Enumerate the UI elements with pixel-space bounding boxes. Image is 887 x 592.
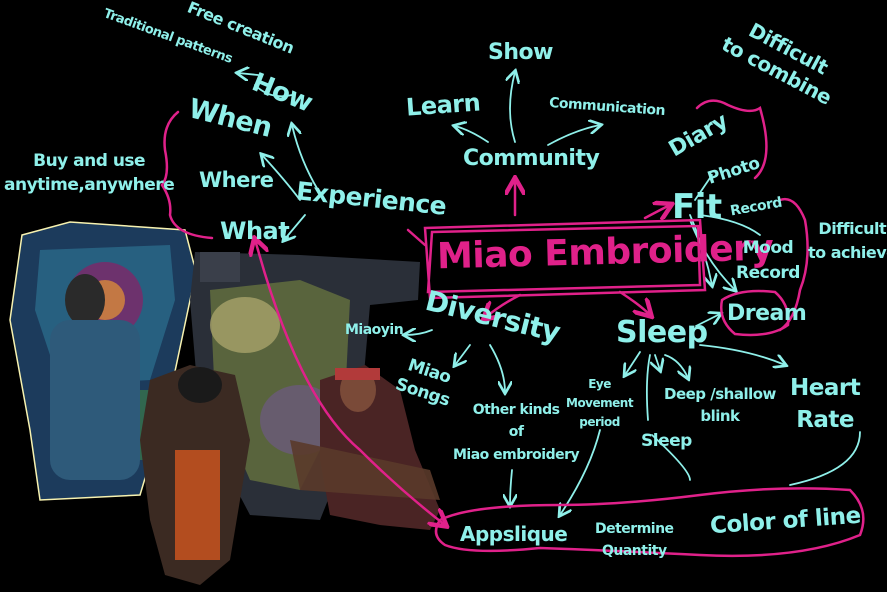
heart-rate-node[interactable]: Heart Rate: [790, 375, 861, 434]
arrow-center-diversity: [485, 293, 522, 318]
arrow-center-experience: [406, 228, 427, 247]
arrow-center-fit: [643, 205, 670, 218]
arrow-center-sleep: [618, 290, 650, 315]
dream-node[interactable]: Dream: [727, 301, 807, 326]
dream-oval: [720, 289, 790, 337]
eye-movement-node[interactable]: Eye Movement period: [566, 377, 634, 430]
arrow-how-traditional: [238, 73, 259, 75]
center-box: [423, 218, 707, 300]
other-kinds-node[interactable]: Other kinds of Miao embroidery: [453, 402, 580, 463]
community-node[interactable]: Community: [463, 146, 600, 171]
arrow-experience-how: [292, 125, 319, 191]
sleep-sub-node[interactable]: Sleep: [641, 431, 692, 451]
what-node[interactable]: What: [220, 217, 290, 245]
when-bracket: [160, 110, 214, 240]
show-node[interactable]: Show: [488, 40, 553, 65]
arrow-experience-what: [284, 214, 306, 240]
miaoyin-node[interactable]: Miaoyin: [345, 322, 404, 338]
arrow-community-communication: [547, 125, 600, 146]
central-topic[interactable]: Miao Embroidery: [436, 227, 774, 278]
fit-node[interactable]: Fit: [672, 187, 722, 227]
bottom-loop: [434, 487, 865, 558]
deep-shallow-node[interactable]: Deep /shallow blink: [664, 385, 776, 425]
buy-and-use-node[interactable]: Buy and use anytime,anywhere: [4, 151, 175, 195]
appslique-node[interactable]: Appslique: [460, 522, 568, 546]
learn-node[interactable]: Learn: [405, 88, 482, 122]
where-node[interactable]: Where: [199, 168, 274, 192]
difficult-to-achieve-note: Difficult to achieve: [808, 219, 887, 262]
determine-quantity-node[interactable]: Determine Quantity: [595, 521, 674, 560]
sleep-node[interactable]: Sleep: [616, 315, 708, 350]
arrow-community-learn: [455, 126, 489, 143]
mood-record-node[interactable]: Mood Record: [736, 238, 800, 283]
arrow-experience-where: [262, 155, 301, 201]
arrow-community-show: [510, 72, 515, 143]
